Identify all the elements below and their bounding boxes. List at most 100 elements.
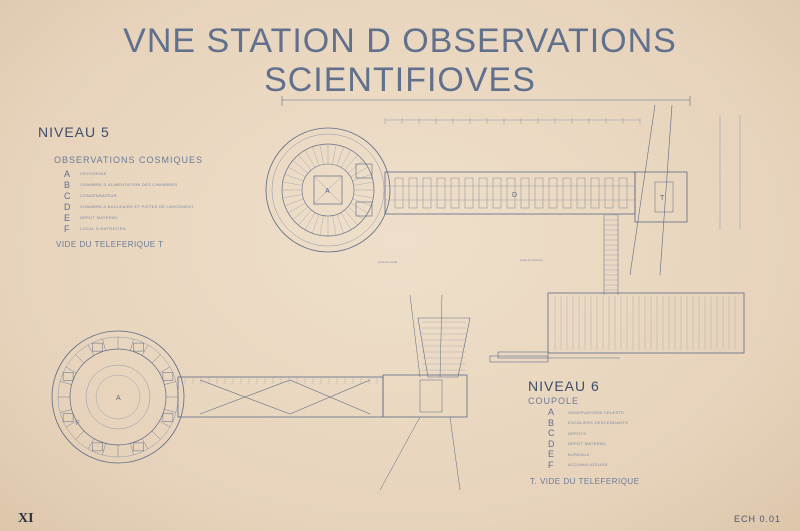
level5-radial bbox=[298, 209, 312, 226]
level5-radial bbox=[332, 215, 337, 236]
level6-radial bbox=[59, 381, 72, 385]
level5-bay bbox=[590, 177, 600, 209]
level5-radial bbox=[288, 166, 306, 178]
level5-radial bbox=[292, 160, 309, 174]
level6-room bbox=[133, 342, 144, 352]
legend-text: CHAMBRE D ALIMENTATION DES CHAMBRES bbox=[80, 182, 178, 187]
legend-key: B bbox=[548, 417, 555, 428]
level5-radial bbox=[319, 144, 324, 165]
scale-label: ECH 0.01 bbox=[734, 514, 782, 524]
level5-heading: NIVEAU 5 bbox=[38, 124, 110, 140]
level5-radial bbox=[340, 150, 352, 168]
legend-text: DEPOT MATERIEL bbox=[80, 215, 119, 220]
level5-radial bbox=[350, 202, 368, 214]
level6-truss bbox=[199, 379, 291, 415]
level6-core-ring bbox=[95, 374, 141, 420]
level5-radial bbox=[353, 181, 374, 186]
level5-label-a: A bbox=[325, 188, 330, 195]
level5-bay bbox=[576, 177, 586, 209]
level6-radial bbox=[159, 366, 171, 374]
level5-radial bbox=[352, 198, 372, 206]
legend-text: BUREAUX bbox=[568, 451, 590, 457]
legend-key: C bbox=[548, 428, 555, 439]
level5-bay bbox=[478, 177, 488, 209]
level5-track bbox=[659, 104, 673, 276]
level5-bay bbox=[450, 177, 460, 209]
level5-bay bbox=[520, 177, 530, 209]
level5-radial bbox=[292, 206, 309, 220]
level5-radial bbox=[336, 214, 344, 234]
level5-terminal-core bbox=[654, 181, 674, 213]
level6-radial bbox=[130, 443, 134, 456]
level6-track bbox=[409, 294, 421, 378]
level6-legend-item: B ESCALIERS DESCENDANTS bbox=[548, 418, 628, 429]
level6-radial bbox=[87, 438, 95, 450]
level5-radial bbox=[312, 214, 320, 234]
level5-radial bbox=[350, 166, 368, 178]
level5-bay bbox=[408, 177, 418, 209]
level5-legend-item: B CHAMBRE D ALIMENTATION DES CHAMBRES bbox=[64, 179, 194, 190]
level5-room bbox=[355, 163, 373, 179]
level5-radial bbox=[304, 150, 316, 168]
level6-radial bbox=[151, 430, 161, 440]
legend-text: ACCUMULATEURS bbox=[568, 462, 608, 468]
level5-radial bbox=[284, 174, 304, 182]
level6-radial bbox=[164, 409, 177, 413]
level6-radial bbox=[151, 354, 161, 364]
level6-radial bbox=[65, 420, 77, 428]
level5-legend-item: C CONDENSATEUR bbox=[64, 190, 194, 201]
level5-radial bbox=[340, 212, 352, 230]
level6-platform bbox=[489, 355, 549, 363]
legend-text: CRYOGENIE bbox=[80, 171, 107, 176]
level6-outer-ring bbox=[51, 330, 185, 464]
level5-radial bbox=[336, 146, 344, 166]
level5-bay bbox=[492, 177, 502, 209]
level6-terminal-core bbox=[419, 379, 443, 413]
level5-radial bbox=[344, 154, 358, 171]
level5-bay bbox=[534, 177, 544, 209]
level6-terminal bbox=[382, 374, 468, 418]
level5-bay bbox=[506, 177, 516, 209]
level5-radial bbox=[298, 154, 312, 171]
level5-bay bbox=[618, 177, 628, 209]
level5-bay bbox=[464, 177, 474, 209]
level5-bay bbox=[604, 177, 614, 209]
level5-bay bbox=[436, 177, 446, 209]
elevation-block bbox=[547, 292, 745, 354]
legend-key: C bbox=[64, 190, 71, 201]
level6-note: T. VIDE DU TELEFERIQUE bbox=[530, 477, 640, 486]
level6-room bbox=[92, 342, 103, 352]
legend-text: CONDENSATEUR bbox=[80, 193, 117, 198]
level5-radial bbox=[288, 202, 306, 214]
level5-ring bbox=[271, 133, 385, 247]
legend-text: OBSERVATOIRE CELESTE bbox=[568, 409, 625, 415]
level5-label-emergency: porte de secours bbox=[520, 258, 543, 262]
level5-radial bbox=[332, 144, 337, 165]
level5-radial bbox=[282, 181, 303, 186]
level5-bay bbox=[562, 177, 572, 209]
level6-label-a: A bbox=[116, 395, 121, 402]
plate-number: XI bbox=[18, 511, 34, 526]
level6-heading: NIVEAU 6 bbox=[528, 378, 600, 394]
level6-room bbox=[92, 442, 103, 452]
legend-key: E bbox=[64, 212, 71, 223]
level5-legend-item: E DEPOT MATERIEL bbox=[64, 212, 194, 223]
level5-radial bbox=[353, 194, 374, 199]
level6-radial bbox=[159, 420, 171, 428]
legend-text: ESCALIERS DESCENDANTS bbox=[568, 420, 629, 426]
level6-track bbox=[439, 294, 443, 378]
legend-key: F bbox=[64, 223, 70, 234]
level6-radial bbox=[65, 366, 77, 374]
legend-key: B bbox=[64, 179, 71, 190]
level6-radial bbox=[141, 344, 149, 356]
legend-text: DEPOTS bbox=[568, 430, 587, 436]
level5-radial bbox=[312, 146, 320, 166]
level5-room bbox=[355, 201, 373, 217]
level5-label-d: D bbox=[512, 192, 517, 199]
